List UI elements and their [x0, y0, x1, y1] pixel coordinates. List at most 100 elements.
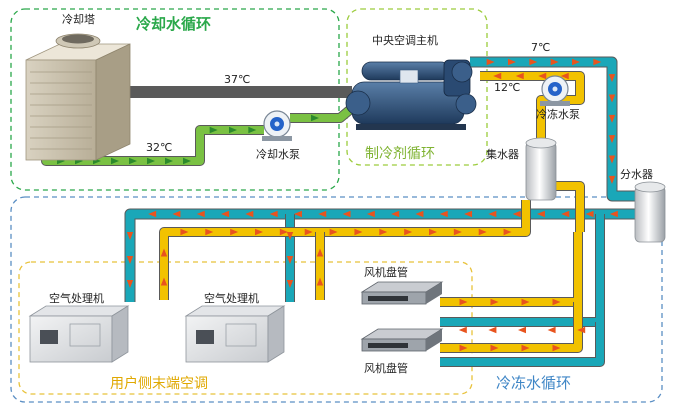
flow-arrows [42, 58, 618, 352]
return-header [160, 200, 530, 300]
flow-arrow [329, 228, 338, 236]
fan-coil-unit-1-icon [360, 281, 444, 305]
flow-arrow [286, 232, 294, 240]
cooling-tower-label: 冷却塔 [62, 13, 95, 26]
return-branch-fcu2 [440, 302, 582, 352]
flow-arrow [230, 228, 239, 236]
flow-arrow [293, 210, 302, 218]
flow-arrow [458, 326, 467, 334]
flow-arrow [391, 210, 400, 218]
water-collector-icon [525, 137, 557, 201]
flow-arrow [572, 58, 580, 66]
flow-arrow [126, 232, 134, 240]
flow-arrow [550, 58, 559, 66]
flow-arrow [490, 298, 499, 306]
cooling-hot-temperature: 37℃ [224, 73, 250, 86]
air-handling-unit-1-icon [28, 305, 130, 363]
flow-arrow [538, 72, 547, 80]
flow-arrow [269, 210, 278, 218]
flow-arrow [515, 72, 524, 80]
flow-arrow [205, 228, 214, 236]
flow-arrow [429, 228, 437, 236]
flow-arrow [318, 210, 327, 218]
flow-arrow [245, 210, 254, 218]
flow-arrow [129, 157, 137, 165]
cooling-pump-to-chiller-pipe [290, 104, 355, 122]
air-handling-unit-2-icon [184, 305, 286, 363]
flow-arrow [493, 72, 502, 80]
flow-arrow [316, 277, 324, 286]
supply-branch-fcu2 [440, 322, 604, 366]
flow-arrow [552, 298, 561, 306]
flow-arrow [160, 248, 168, 257]
air-handling-unit-1-label: 空气处理机 [49, 291, 104, 305]
flow-arrow [248, 126, 257, 134]
pipe-network [41, 56, 635, 367]
cooling-water-loop-title: 冷却水循环 [136, 15, 211, 33]
flow-arrow [608, 114, 616, 123]
user-side-loop-title: 用户侧末端空调 [110, 375, 208, 392]
chilled-water-loop-boundary [10, 196, 663, 403]
flow-arrow [521, 298, 530, 306]
flow-arrow [316, 248, 324, 257]
flow-arrow [354, 228, 363, 236]
flow-arrow [486, 58, 495, 66]
flow-arrow [196, 210, 205, 218]
flow-arrow [209, 126, 218, 134]
cooling-tower-icon [25, 33, 131, 161]
flow-arrow [366, 210, 375, 218]
flow-arrow [488, 326, 497, 334]
flow-arrow [608, 74, 616, 83]
flow-arrow [490, 344, 499, 352]
flow-arrow [111, 157, 119, 165]
fan-coil-unit-2-icon [360, 328, 444, 352]
flow-arrow [379, 228, 388, 236]
flow-arrow [439, 210, 448, 218]
flow-arrow [147, 157, 155, 165]
flow-arrow [560, 72, 569, 80]
water-collector-label: 集水器 [486, 147, 519, 161]
chilled-supply-temperature: 7℃ [531, 41, 550, 54]
flow-arrow [518, 326, 526, 334]
flow-arrow [304, 228, 313, 236]
flow-arrow [503, 228, 512, 236]
flow-arrow [547, 326, 556, 334]
flow-arrow [165, 157, 173, 165]
flow-arrow [160, 277, 168, 286]
flow-arrow [577, 326, 586, 334]
chiller-label: 中央空调主机 [372, 33, 438, 47]
chilled-water-pump-label: 冷冻水泵 [536, 107, 580, 121]
flow-arrow [286, 280, 294, 288]
flow-arrow [593, 58, 602, 66]
chilled-water-pump-icon [540, 75, 570, 106]
flow-arrow [404, 228, 413, 236]
flow-arrow [255, 228, 263, 236]
flow-arrow [508, 58, 516, 66]
flow-arrow [608, 155, 616, 164]
fan-coil-unit-2-label: 风机盘管 [364, 361, 408, 375]
cooling-water-pump-label: 冷却水泵 [256, 148, 300, 161]
chilled-supply-trunk [470, 57, 635, 201]
flow-arrow [608, 175, 616, 184]
flow-arrow [180, 228, 189, 236]
flow-arrow [478, 228, 487, 236]
fan-coil-unit-1-label: 风机盘管 [364, 265, 408, 279]
flow-arrow [521, 344, 530, 352]
flow-arrow [311, 114, 319, 122]
flow-arrow [561, 210, 570, 218]
flow-arrow [552, 344, 561, 352]
flow-arrow [172, 210, 181, 218]
water-distributor-icon [634, 181, 666, 243]
flow-arrow [608, 94, 616, 103]
flow-arrow [148, 210, 157, 218]
collector-feed [556, 182, 584, 232]
flow-arrow [609, 210, 618, 218]
water-distributor-label: 分水器 [620, 168, 653, 181]
flow-arrow [585, 210, 594, 218]
chiller-icon [345, 59, 477, 130]
chilled-return-temperature: 12℃ [494, 81, 520, 94]
flow-arrow [415, 210, 424, 218]
flow-arrow [286, 256, 294, 264]
